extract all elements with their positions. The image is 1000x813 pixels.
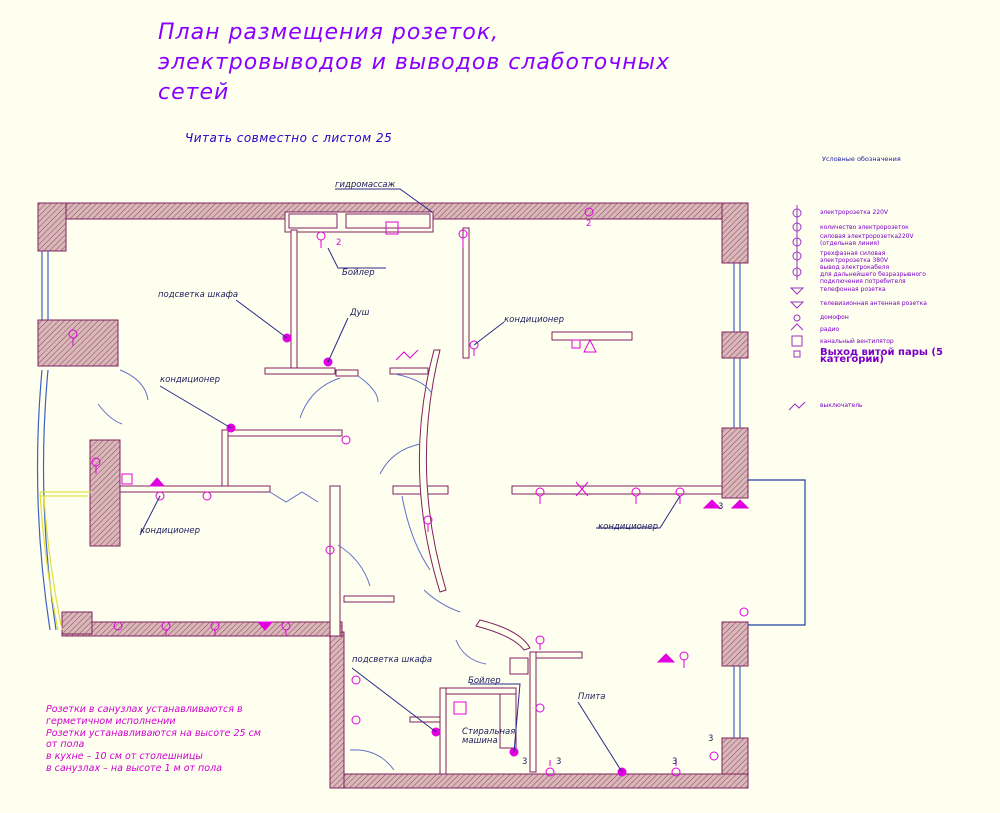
label-aircon-left-mid: кондиционер (160, 375, 220, 385)
count-label: 2 (336, 238, 342, 248)
outlet-symbols (68, 207, 750, 777)
legend-item: канальный вентилятор (820, 338, 894, 345)
label-hydromassage: гидромассаж (335, 180, 396, 190)
label-aircon-top-right: кондиционер (504, 315, 564, 325)
count-label: 3 (522, 757, 528, 767)
plan-title: План размещения розеток, электровыводов … (158, 20, 670, 105)
label-aircon-right: кондиционер (598, 522, 658, 532)
label-washing-machine: Стиральная машина (462, 727, 516, 746)
legend-item: телефонная розетка (820, 286, 886, 293)
legend-title: Условные обозначения (822, 155, 901, 163)
label-boiler-top: Бойлер (342, 268, 375, 278)
count-label: 3 (708, 734, 714, 744)
label-stove: Плита (578, 692, 606, 702)
exterior-walls (37, 202, 749, 789)
legend-symbols (788, 205, 806, 411)
count-label: 2 (586, 219, 592, 229)
count-label: 3 (556, 757, 562, 767)
leader-lines (139, 188, 681, 773)
legend-item: телевизионная антенная розетка (820, 300, 927, 307)
plan-subtitle: Читать совместно с листом 25 (185, 131, 393, 145)
legend-item: радио (820, 326, 840, 333)
legend-item: силовая электророзетка220V (отдельная ли… (820, 233, 914, 247)
legend-item: трехфазная силовая электророзетка 380V (820, 250, 889, 264)
legend-item: вывод электрокабеля для дальнейшего безр… (820, 264, 926, 285)
legend-item: выключатель (820, 402, 863, 409)
legend-item: домофон (820, 314, 849, 321)
installation-notes: Розетки в санузлах устанавливаются в гер… (46, 704, 261, 774)
label-boiler-bottom: Бойлер (468, 676, 501, 686)
count-label: 3 (672, 757, 678, 767)
label-aircon-left-low: кондиционер (140, 526, 200, 536)
outlet-stems (72, 238, 685, 766)
legend-item: количество электророзеток (820, 224, 909, 231)
label-wardrobe-light-top: подсветка шкафа (158, 290, 239, 300)
legend-item: Выход витой пары (5 категории) (820, 347, 943, 365)
label-shower: Душ (350, 308, 370, 318)
balcony-edge (39, 491, 92, 631)
label-wardrobe-light-bottom: подсветка шкафа (352, 655, 433, 665)
count-label: 3 (718, 502, 724, 512)
legend-item: электророзетка 220V (820, 209, 889, 216)
doors (97, 369, 487, 771)
